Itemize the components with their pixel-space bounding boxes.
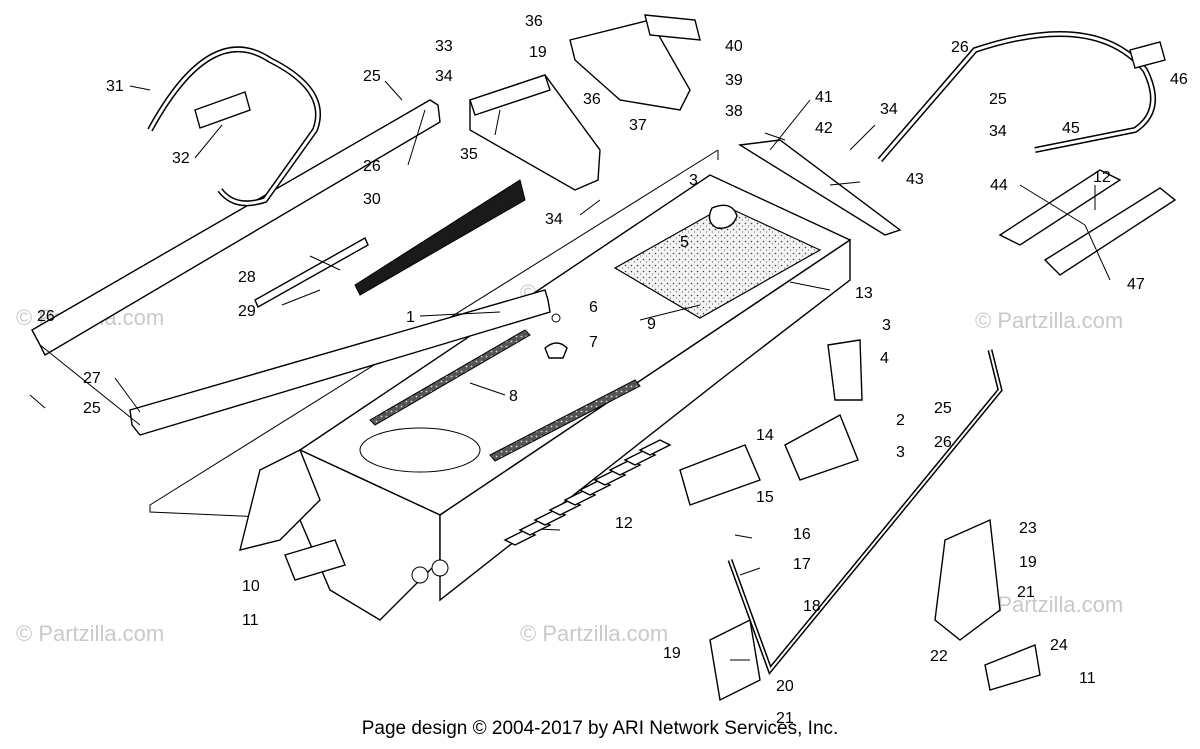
callout-33: 33 — [435, 38, 453, 55]
callout-19: 19 — [529, 44, 547, 61]
leader-lines — [29, 80, 1111, 661]
callout-3: 3 — [896, 444, 905, 461]
callout-15: 15 — [756, 489, 774, 506]
callout-45: 45 — [1062, 120, 1080, 137]
callout-37: 37 — [629, 117, 647, 134]
callout-28: 28 — [238, 269, 256, 286]
callout-29: 29 — [238, 303, 256, 320]
callout-16: 16 — [793, 526, 811, 543]
callout-38: 38 — [725, 103, 743, 120]
callout-36: 36 — [583, 91, 601, 108]
part-27-rail — [31, 99, 551, 436]
callout-26: 26 — [934, 434, 952, 451]
part-30-decal — [354, 179, 526, 296]
callout-12: 12 — [1093, 169, 1111, 186]
callout-26: 26 — [951, 39, 969, 56]
part-8-grip-strips — [369, 329, 641, 462]
callout-43: 43 — [906, 171, 924, 188]
callout-4: 4 — [880, 350, 889, 367]
part-17-rod — [727, 349, 1003, 675]
callout-26: 26 — [37, 308, 55, 325]
callout-21: 21 — [1017, 584, 1035, 601]
callout-27: 27 — [83, 370, 101, 387]
watermark-text: © Partzilla.com — [975, 308, 1123, 333]
callout-19: 19 — [1019, 554, 1037, 571]
callout-2: 2 — [896, 412, 905, 429]
part-41-panel — [737, 139, 902, 236]
callout-9: 9 — [647, 316, 656, 333]
part-31-handle — [147, 46, 321, 207]
part-38-bracket — [569, 14, 701, 111]
tunnel-vents — [503, 439, 672, 546]
copyright-footer: Page design © 2004-2017 by ARI Network S… — [361, 718, 839, 739]
callout-3: 3 — [689, 172, 698, 189]
callout-34: 34 — [435, 68, 453, 85]
callout-25: 25 — [989, 91, 1007, 108]
callout-35: 35 — [460, 146, 478, 163]
callout-17: 17 — [793, 556, 811, 573]
part-4-bracket — [784, 339, 863, 481]
part-24-step — [984, 644, 1041, 691]
part-5-pad — [708, 204, 738, 229]
callout-32: 32 — [172, 150, 190, 167]
callout-20: 20 — [776, 678, 794, 695]
callout-13: 13 — [855, 285, 873, 302]
callout-34: 34 — [880, 101, 898, 118]
callout-6: 6 — [589, 299, 598, 316]
callout-23: 23 — [1019, 520, 1037, 537]
callout-8: 8 — [509, 388, 518, 405]
callout-44: 44 — [990, 177, 1008, 194]
callout-24: 24 — [1050, 637, 1068, 654]
callout-25: 25 — [934, 400, 952, 417]
callout-34: 34 — [545, 211, 563, 228]
callout-34: 34 — [989, 123, 1007, 140]
part-1-tunnel — [239, 174, 852, 621]
callout-31: 31 — [106, 78, 124, 95]
callout-39: 39 — [725, 72, 743, 89]
callout-36: 36 — [525, 13, 543, 30]
callout-3: 3 — [882, 317, 891, 334]
part-14-plate — [679, 444, 761, 506]
watermark-text: © Partzilla.com — [520, 621, 668, 646]
callout-labels: 1 2 3 3 3 4 5 6 7 8 9 10 11 11 12 12 13 … — [37, 13, 1188, 727]
callout-18: 18 — [803, 598, 821, 615]
callout-26: 26 — [363, 158, 381, 175]
part-7-cap — [544, 313, 568, 359]
callout-11: 11 — [242, 612, 259, 629]
part-33-shroud — [469, 74, 601, 191]
callout-30: 30 — [363, 191, 381, 208]
callout-25: 25 — [83, 400, 101, 417]
part-44-47-channels — [998, 169, 1177, 276]
callout-14: 14 — [756, 427, 774, 444]
callout-21: 21 — [776, 710, 794, 727]
callout-22: 22 — [930, 648, 948, 665]
part-29-strip — [254, 237, 369, 308]
callout-47: 47 — [1127, 276, 1145, 293]
callout-41: 41 — [815, 89, 833, 106]
callout-7: 7 — [589, 334, 598, 351]
callout-19: 19 — [663, 645, 681, 662]
callout-42: 42 — [815, 120, 833, 137]
part-46-bumper — [877, 31, 1166, 162]
callout-40: 40 — [725, 38, 743, 55]
callout-25: 25 — [363, 68, 381, 85]
callout-12: 12 — [615, 515, 633, 532]
callout-10: 10 — [242, 578, 260, 595]
part-23-plate — [934, 518, 1001, 641]
callout-5: 5 — [680, 234, 689, 251]
callout-1: 1 — [406, 309, 415, 326]
callout-11: 11 — [1079, 670, 1096, 687]
watermark-text: © Partzilla.com — [16, 621, 164, 646]
part-10-pad — [284, 539, 346, 581]
callout-46: 46 — [1170, 71, 1188, 88]
